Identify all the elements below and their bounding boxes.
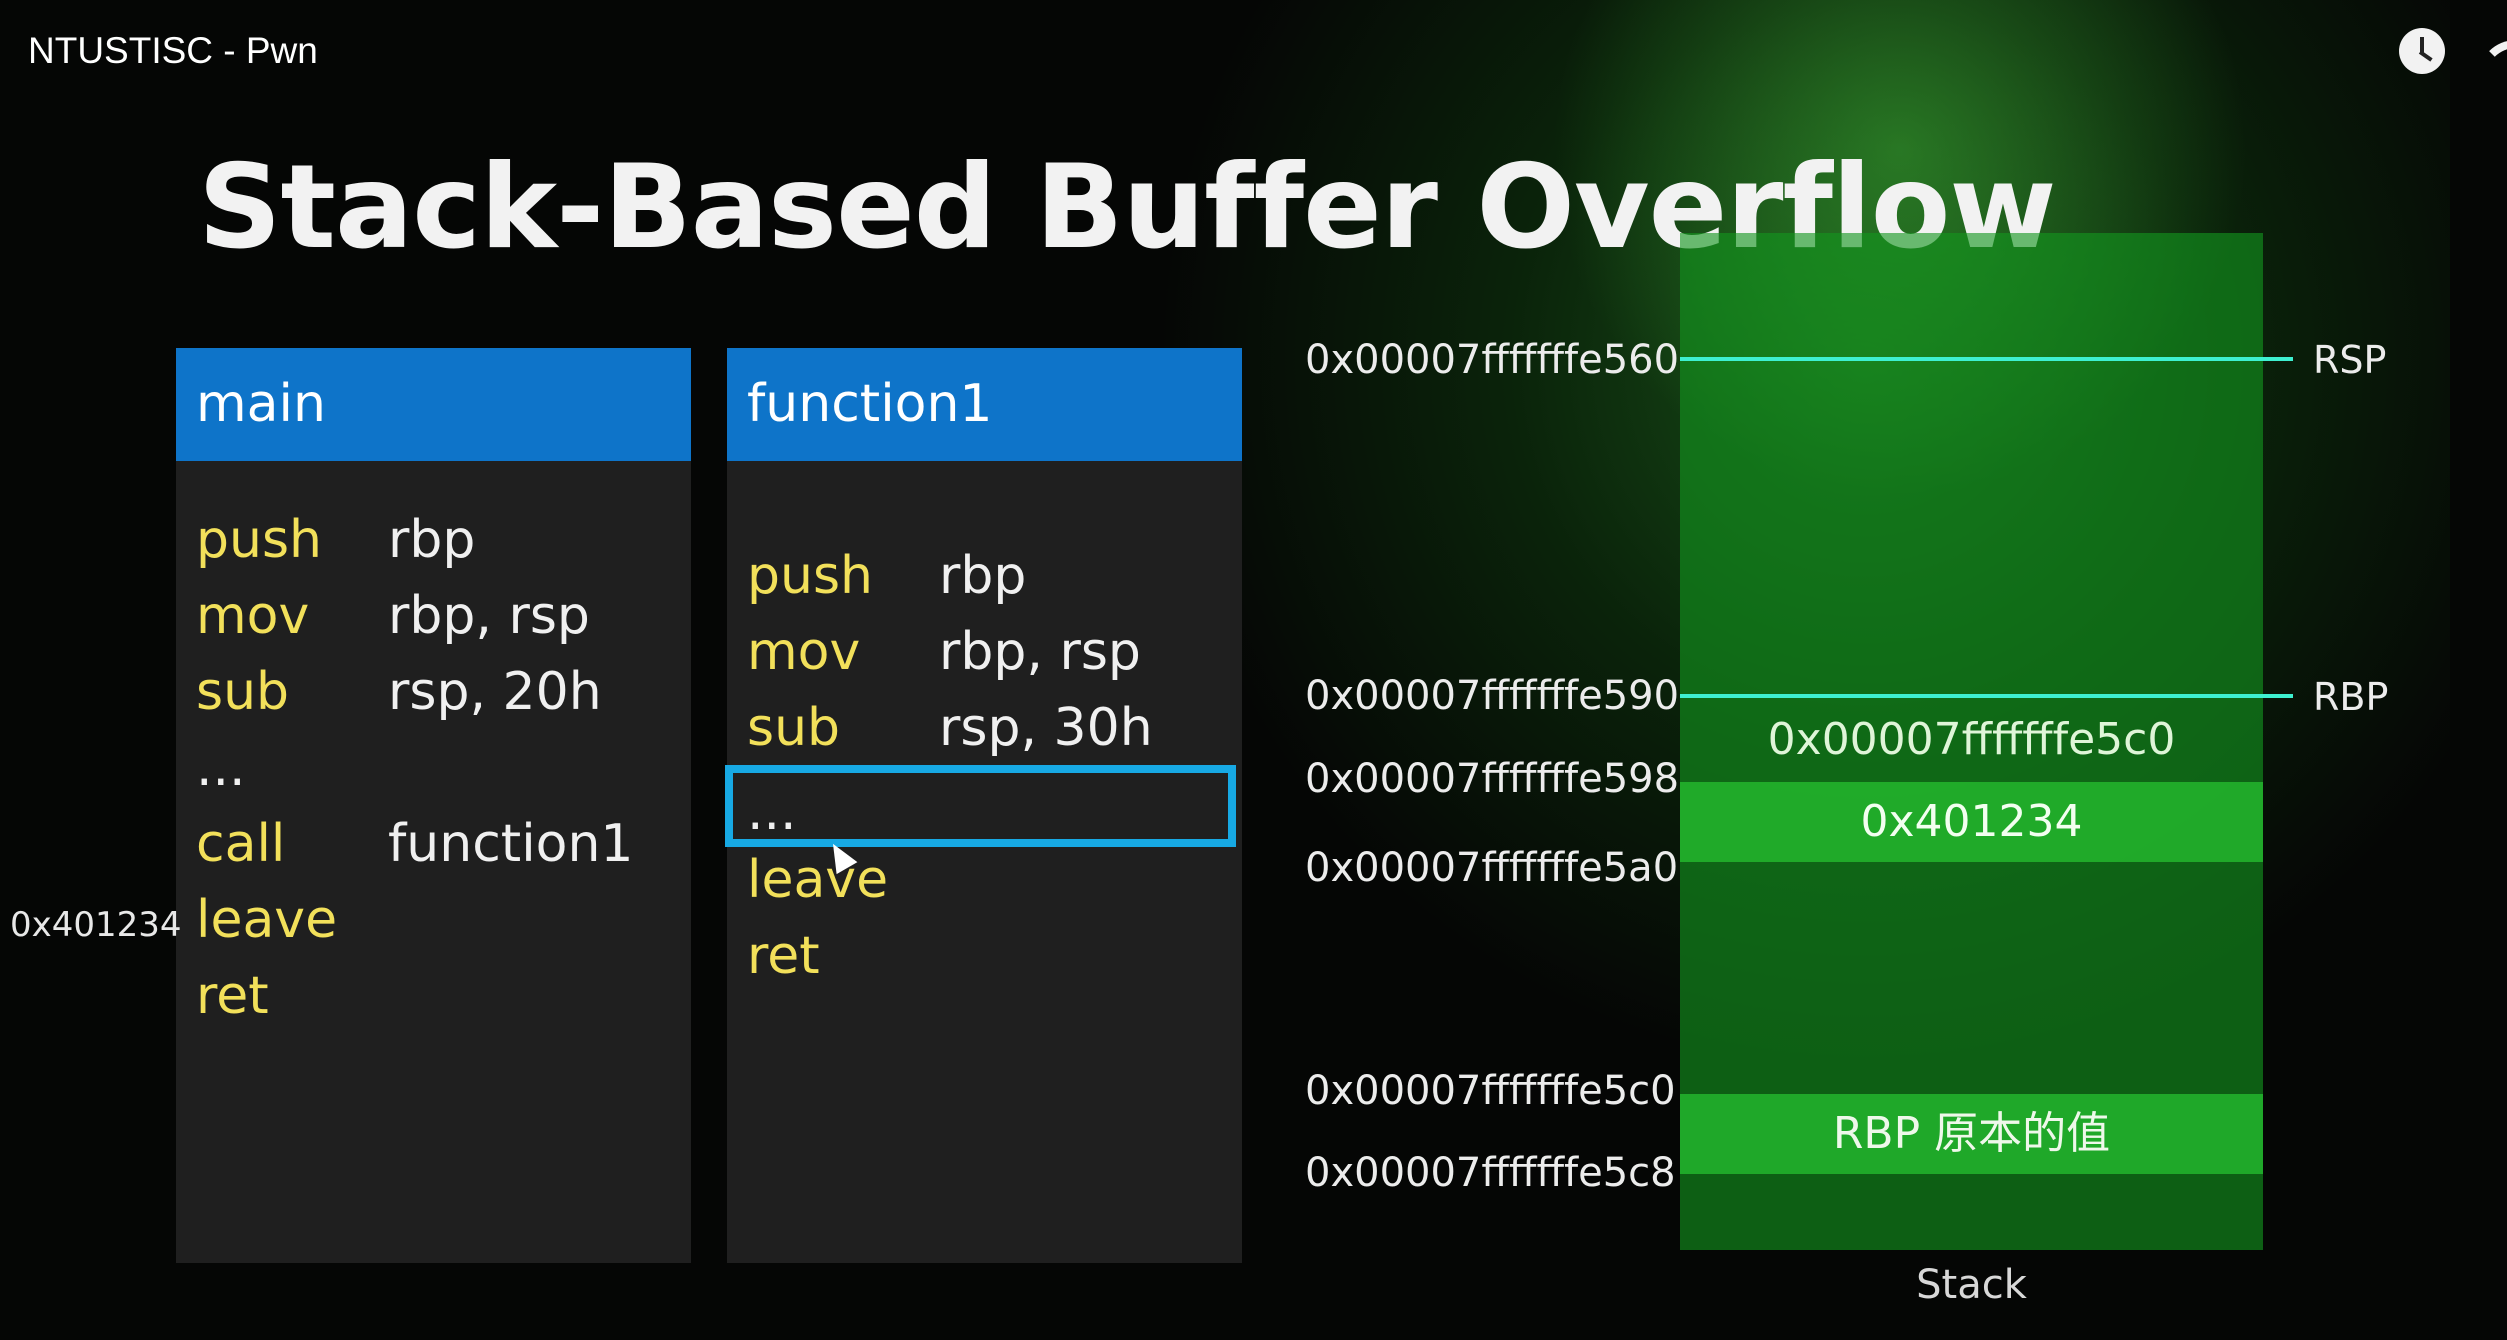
ellipsis: ...: [747, 782, 797, 842]
operand: rbp, rsp: [388, 586, 590, 646]
opcode: leave: [747, 850, 889, 910]
opcode: ret: [196, 966, 269, 1026]
clock-icon[interactable]: [2399, 28, 2445, 74]
code-line: leave: [747, 848, 939, 912]
opcode: mov: [747, 622, 861, 682]
function1-code-panel: function1 push rbp mov rbp, rsp sub rsp, 30…: [727, 348, 1242, 1263]
opcode: sub: [196, 662, 290, 722]
opcode: leave: [196, 890, 338, 950]
main-panel-header: main: [176, 348, 691, 461]
main-code-panel: main push rbp mov rbp, rsp sub rsp, 20h ...…: [176, 348, 691, 1263]
code-line: mov rbp, rsp: [747, 620, 1141, 684]
stack-diagram: [1680, 233, 2263, 1250]
code-line: sub rsp, 20h: [196, 660, 602, 724]
stack-cell-return-address: 0x401234: [1680, 782, 2263, 862]
current-instruction-highlight: [725, 765, 1236, 847]
operand: rbp, rsp: [939, 622, 1141, 682]
operand: rbp: [388, 510, 476, 570]
operand: rsp, 30h: [939, 698, 1153, 758]
stack-address: 0x00007fffffffe590: [1305, 673, 1680, 719]
opcode: call: [196, 814, 286, 874]
code-line: ret: [747, 924, 939, 988]
opcode: push: [196, 510, 323, 570]
rsp-label: RSP: [2313, 338, 2387, 382]
operand: function1: [388, 814, 634, 874]
operand: rsp, 20h: [388, 662, 602, 722]
opcode: sub: [747, 698, 841, 758]
stack-address: 0x00007fffffffe5c8: [1305, 1150, 1676, 1196]
code-line: push rbp: [747, 544, 1026, 608]
stack-cell-saved-rbp: 0x00007fffffffe5c0: [1767, 714, 2176, 765]
stack-caption: Stack: [1916, 1262, 2027, 1308]
share-icon[interactable]: [2478, 40, 2507, 78]
rsp-pointer-line: [1680, 357, 2293, 361]
return-address-label: 0x401234: [10, 905, 182, 945]
code-line: ...: [196, 736, 246, 800]
code-line: leave: [196, 888, 388, 952]
rbp-pointer-line: [1680, 694, 2293, 698]
opcode: ret: [747, 926, 820, 986]
stack-cell-original-rbp: RBP 原本的值: [1680, 1094, 2263, 1174]
code-line: ...: [747, 780, 797, 844]
stack-address: 0x00007fffffffe5a0: [1305, 845, 1679, 891]
function1-panel-header: function1: [727, 348, 1242, 461]
operand: rbp: [939, 546, 1027, 606]
opcode: push: [747, 546, 874, 606]
video-title[interactable]: NTUSTISC - Pwn: [28, 30, 318, 71]
code-line: sub rsp, 30h: [747, 696, 1153, 760]
stack-address: 0x00007fffffffe5c0: [1305, 1068, 1676, 1114]
opcode: mov: [196, 586, 310, 646]
code-line: mov rbp, rsp: [196, 584, 590, 648]
rbp-label: RBP: [2313, 675, 2389, 719]
code-line: call function1: [196, 812, 634, 876]
code-line: push rbp: [196, 508, 475, 572]
stack-address: 0x00007fffffffe598: [1305, 756, 1680, 802]
ellipsis: ...: [196, 738, 246, 798]
code-line: ret: [196, 964, 388, 1028]
stack-address: 0x00007fffffffe560: [1305, 337, 1680, 383]
